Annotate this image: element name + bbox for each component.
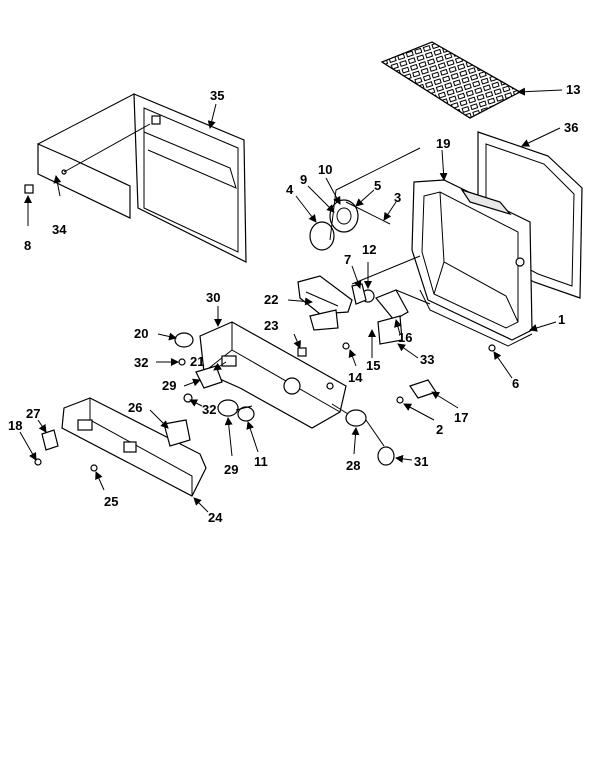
callout-labels: 13 36 19 35 34 8 4 9 10 5 3 7 12 22 1 16… [8,82,580,525]
callout-10: 10 [318,162,332,177]
callout-29-upper: 29 [162,378,176,393]
callout-32-upper: 32 [134,355,148,370]
callout-34: 34 [52,222,67,237]
callout-35: 35 [210,88,224,103]
callout-36: 36 [564,120,578,135]
chute-part [375,289,431,345]
callout-1: 1 [558,312,565,327]
callout-31: 31 [414,454,428,469]
callout-13: 13 [566,82,580,97]
callout-17: 17 [454,410,468,425]
callout-27: 27 [26,406,40,421]
callout-16: 16 [398,330,412,345]
fan-assembly-part [309,147,421,251]
callout-18: 18 [8,418,22,433]
small-components-part [174,332,255,422]
callout-12: 12 [362,242,376,257]
housing-part [411,179,533,347]
callout-9: 9 [300,172,307,187]
callout-33: 33 [420,352,434,367]
callout-21: 21 [190,354,204,369]
trim-strip-part [24,143,131,219]
auger-motor-part [297,255,421,331]
lower-panel-part [34,397,207,497]
callout-25: 25 [104,494,118,509]
callout-5: 5 [374,178,381,193]
callout-23: 23 [264,318,278,333]
callout-7: 7 [344,252,351,267]
callout-19: 19 [436,136,450,151]
callout-8: 8 [24,238,31,253]
callout-3: 3 [394,190,401,205]
callout-15: 15 [366,358,380,373]
callout-11: 11 [254,454,268,469]
grille-part [380,41,522,119]
callout-26: 26 [128,400,142,415]
door-panel-part [133,93,247,263]
callout-20: 20 [134,326,148,341]
callout-2: 2 [436,422,443,437]
callout-6: 6 [512,376,519,391]
callout-32-lower: 32 [202,402,216,417]
callout-4: 4 [286,182,294,197]
leader-lines [19,87,563,513]
callout-14: 14 [348,370,363,385]
hardware-part [342,342,496,404]
callout-22: 22 [264,292,278,307]
callout-30: 30 [206,290,220,305]
callout-28: 28 [346,458,360,473]
light-assembly-part [331,403,395,466]
callout-29-lower: 29 [224,462,238,477]
callout-24: 24 [208,510,223,525]
